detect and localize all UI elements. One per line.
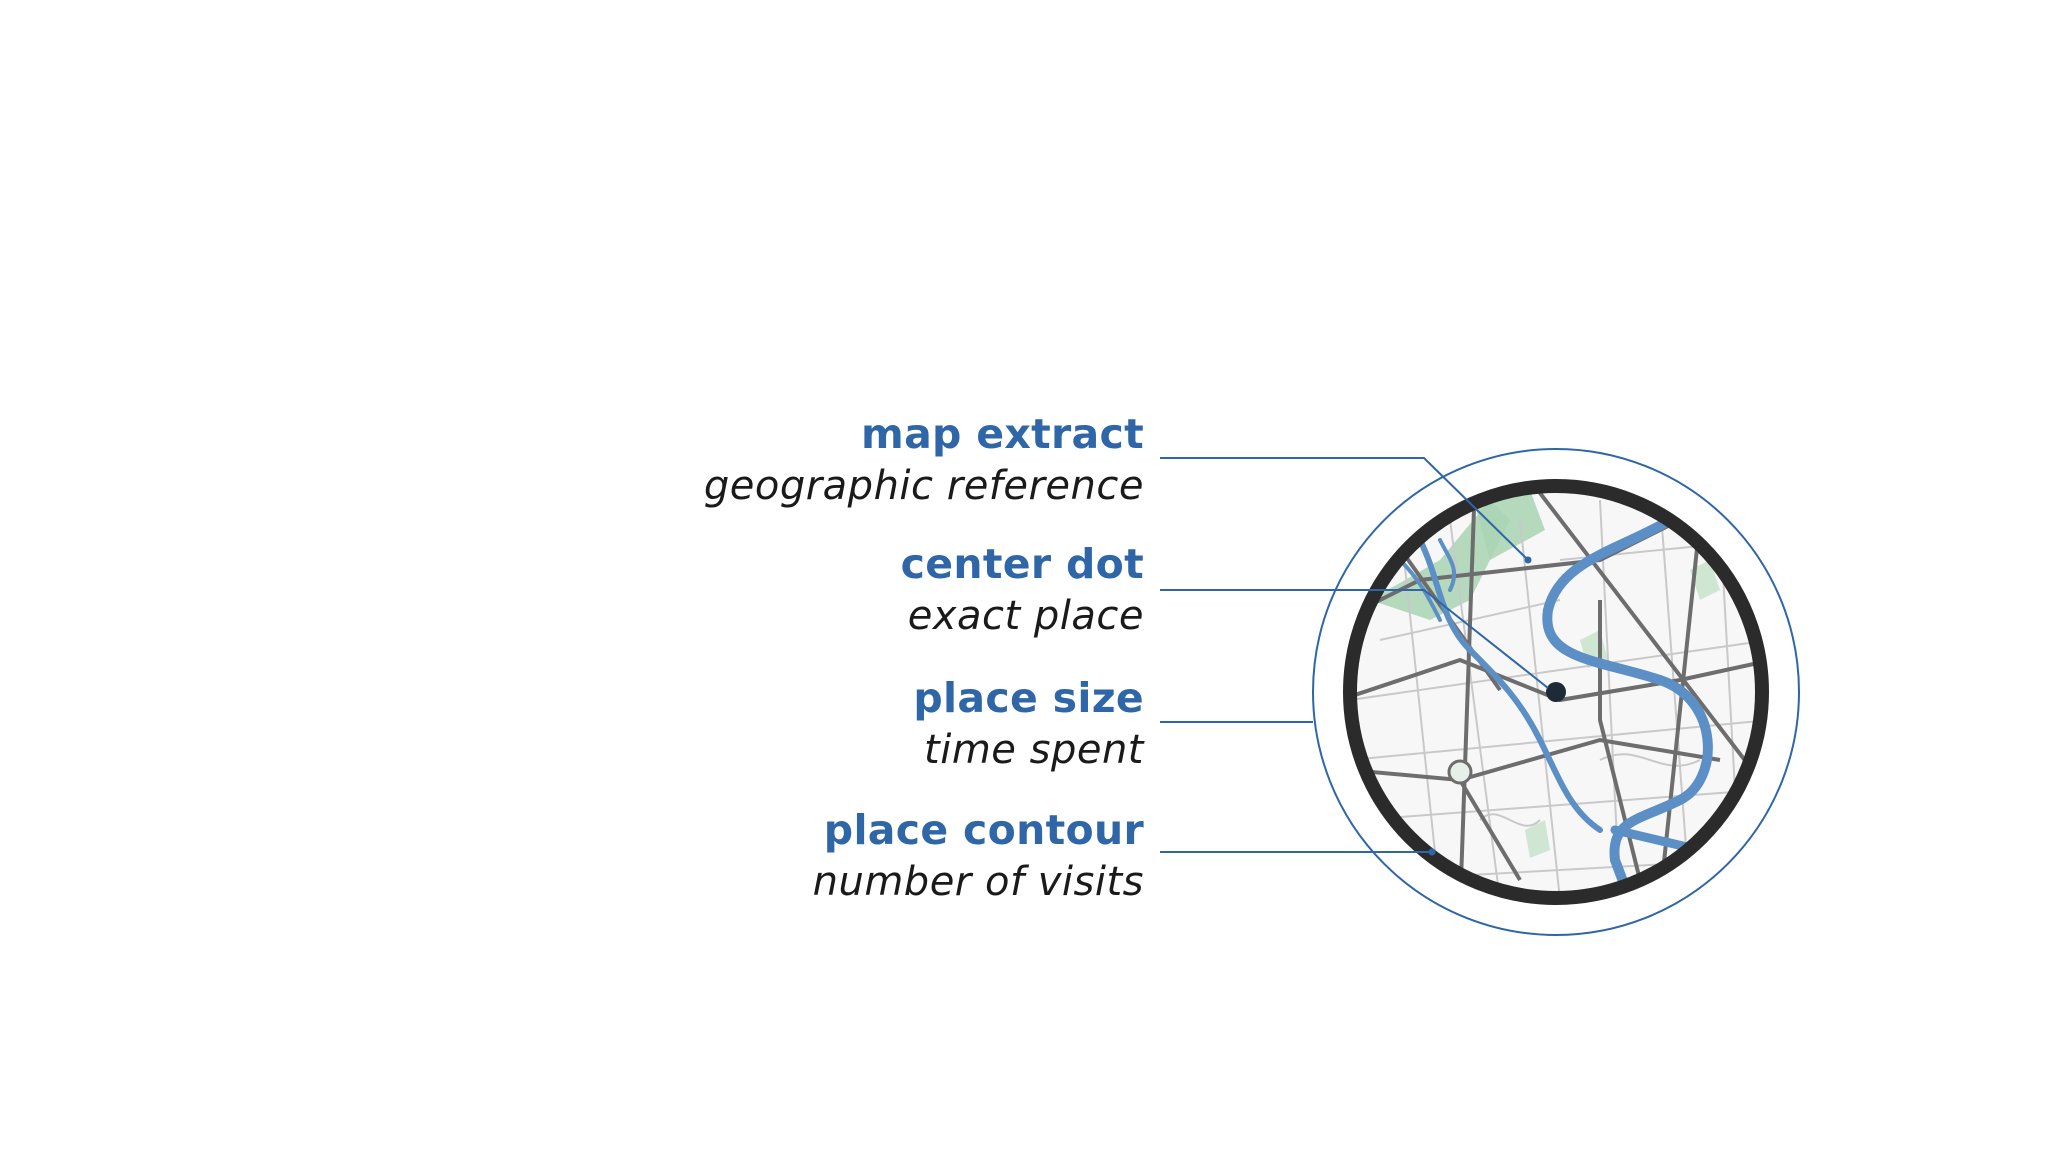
place-contour-ring: [1343, 479, 1769, 905]
leader-dot-place-contour: [1428, 848, 1436, 856]
center-dot: [1546, 682, 1566, 702]
leader-dot-map-extract: [1524, 556, 1532, 564]
park-area: [1525, 820, 1550, 858]
legend-title: center dot: [900, 540, 1144, 588]
legend-description: geographic reference: [703, 463, 1144, 509]
park-area: [1475, 490, 1545, 560]
roundabout: [1447, 759, 1473, 785]
map-extract: [1353, 489, 1759, 895]
legend-description: exact place: [907, 593, 1144, 639]
leader-dots: [1428, 556, 1532, 856]
legend-item-map-extract: map extract geographic reference: [704, 408, 1144, 512]
legend-description: time spent: [924, 727, 1144, 773]
legend-item-center-dot: center dot exact place: [901, 538, 1144, 642]
leader-line-map-extract: [1160, 457, 1529, 561]
legend-title: map extract: [861, 410, 1144, 458]
park-area: [1690, 560, 1720, 600]
leader-lines: [1160, 457, 1549, 853]
legend-item-place-size: place size time spent: [913, 672, 1144, 776]
legend-description: number of visits: [812, 859, 1144, 905]
leader-line-center-dot: [1160, 589, 1549, 689]
legend-title: place size: [913, 674, 1144, 722]
legend-title: place contour: [823, 806, 1144, 854]
legend-item-place-contour: place contour number of visits: [813, 804, 1144, 908]
